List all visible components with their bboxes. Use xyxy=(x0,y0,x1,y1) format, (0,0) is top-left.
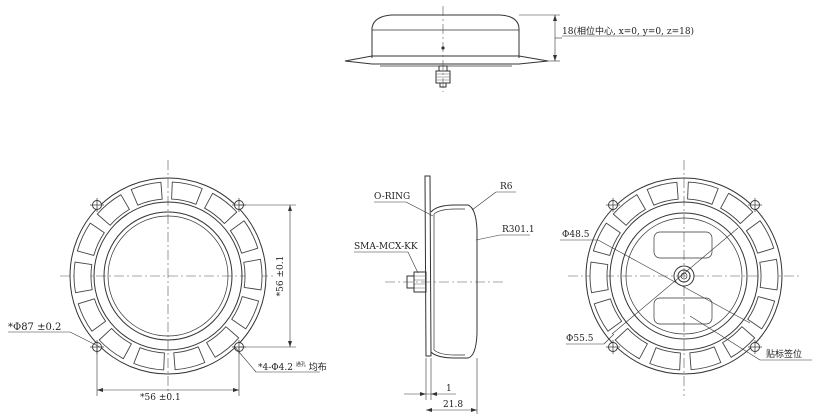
height-dimension-label: 18(相位中心, x=0, y=0, z=18) xyxy=(562,25,694,37)
vent-slot xyxy=(96,194,130,226)
vent-slot xyxy=(614,327,648,360)
vent-slot xyxy=(229,220,259,254)
width-56-label: *56 ±0.1 xyxy=(140,393,181,403)
vent-slot xyxy=(206,326,240,358)
vent-slot xyxy=(231,296,260,330)
left-plan-view: *56 ±0.1 *56 ±0.1 *Φ87 ±0.2 *4-Φ4.2 通孔 均… xyxy=(8,160,327,403)
r301-label: R301.1 xyxy=(502,225,535,235)
vent-slot xyxy=(747,296,776,330)
r6-label: R6 xyxy=(500,182,513,192)
holes-main-text: *4-Φ4.2 xyxy=(258,363,293,373)
middle-section-view: O-RING SMA-MCX-KK R6 R301.1 1 21.8 xyxy=(354,175,535,414)
vent-slot xyxy=(98,327,132,360)
diameter-55-5-label: Φ55.5 xyxy=(566,334,594,344)
vent-slot xyxy=(76,222,105,256)
vent-slot xyxy=(722,326,756,358)
vent-slot xyxy=(130,181,163,206)
depth-21-8-label: 21.8 xyxy=(443,400,463,410)
vent-slot xyxy=(720,192,754,225)
vent-slot xyxy=(646,181,679,206)
right-mounting-holes xyxy=(606,198,762,354)
holes-sup-text: 通孔 xyxy=(296,361,306,368)
sticker-location-label: 贴标签位 xyxy=(766,348,802,360)
right-slot-ring xyxy=(589,181,779,371)
right-plan-view: Φ48.5 Φ55.5 贴标签位 xyxy=(560,160,812,396)
o-ring-label: O-RING xyxy=(374,192,410,202)
vent-slot xyxy=(759,258,779,291)
vent-slot xyxy=(133,347,165,371)
vent-slot xyxy=(173,346,206,371)
height-56-label: *56 ±0.1 xyxy=(276,256,286,297)
vent-slot xyxy=(593,298,623,332)
top-elevation-view: 18(相位中心, x=0, y=0, z=18) xyxy=(344,6,694,92)
vent-slot xyxy=(687,181,719,205)
left-slot-ring xyxy=(73,181,263,371)
vent-slot xyxy=(243,258,263,291)
vent-slot xyxy=(171,181,203,205)
vent-slot xyxy=(204,192,238,225)
vent-slot xyxy=(73,261,93,294)
sma-connector-label: SMA-MCX-KK xyxy=(354,242,418,252)
thickness-1-label: 1 xyxy=(446,384,452,394)
vent-slot xyxy=(589,261,609,294)
vent-slot xyxy=(745,220,775,254)
holes-tail-text: 均布 xyxy=(309,361,327,373)
vent-slot xyxy=(77,298,107,332)
vent-slot xyxy=(649,347,681,371)
diameter-48-5-label: Φ48.5 xyxy=(562,230,590,240)
outer-diameter-label: *Φ87 ±0.2 xyxy=(8,322,61,333)
vent-slot xyxy=(612,194,646,226)
vent-slot xyxy=(689,346,722,371)
vent-slot xyxy=(592,222,621,256)
holes-spec-label: *4-Φ4.2 通孔 均布 xyxy=(258,359,327,373)
